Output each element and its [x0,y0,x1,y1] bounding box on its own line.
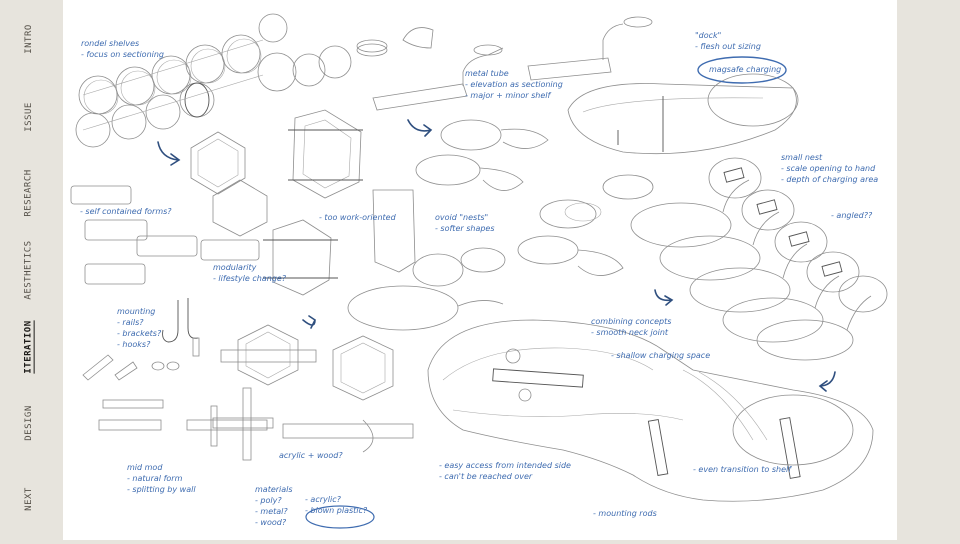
ovoid-nests-sketch [347,119,654,331]
note-acrylic-blown: - acrylic? - blown plastic? [305,495,368,515]
note-mid-mod: mid mod - natural form - splitting by wa… [127,463,196,494]
self-contained-forms-sketch [70,185,260,285]
magsafe-highlight [697,56,787,84]
right-margin [897,0,960,540]
note-mounting: mounting - rails? - brackets? - hooks? [117,307,162,349]
note-too-work-oriented: - too work-oriented [319,213,396,222]
nav-label-design: DESIGN [24,405,35,441]
sketch-drawings [70,13,888,502]
note-easy-access: - easy access from intended side - can't… [439,461,571,481]
note-dock: "dock" - flesh out sizing [695,31,761,51]
nav-label-iteration: ITERATION [24,320,34,374]
note-acrylic-wood: acrylic + wood? [279,451,343,460]
note-ovoid-nests: ovoid "nests" - softer shapes [435,213,495,233]
note-mounting-rods: - mounting rods [593,509,657,518]
mounting-hardware-sketch [82,298,274,461]
note-magsafe-charging: magsafe charging [709,65,782,74]
note-self-contained: - self contained forms? [80,207,172,216]
note-metal-tube: metal tube - elevation as sectioning - m… [465,69,563,100]
rondel-shelves-sketch [75,13,434,148]
note-angled: - angled?? [831,211,873,220]
nav-label-intro: INTRO [24,24,34,54]
metal-tube-sketch [372,16,653,111]
side-nav: INTRO ISSUE RESEARCH AESTHETICS ITERATIO… [0,0,63,540]
note-materials: materials - poly? - metal? - wood? [255,485,293,527]
hexagon-shelves-sketch [190,109,416,296]
note-shallow-charging: - shallow charging space [611,351,711,360]
sketch-canvas: rondel shelves - focus on sectioning met… [63,0,897,540]
nav-label-next: NEXT [24,487,34,511]
nav-item-next[interactable]: NEXT [21,454,37,544]
combining-concepts-sketch [427,319,874,502]
nav-label-issue: ISSUE [24,102,34,132]
note-small-nest: small nest - scale opening to hand - dep… [781,153,879,184]
nav-label-research: RESEARCH [24,169,35,217]
nav-label-aesthetics: AESTHETICS [24,240,34,300]
small-nest-sketch [630,157,888,361]
dock-sketch [567,73,799,155]
hex-midmod-sketch [220,324,414,453]
note-even-transition: - even transition to shelf [693,465,792,474]
note-combining-concepts: combining concepts - smooth neck joint [591,317,672,337]
note-rondel-shelves: rondel shelves - focus on sectioning [81,39,165,59]
note-modularity: modularity - lifestyle change? [213,263,287,283]
